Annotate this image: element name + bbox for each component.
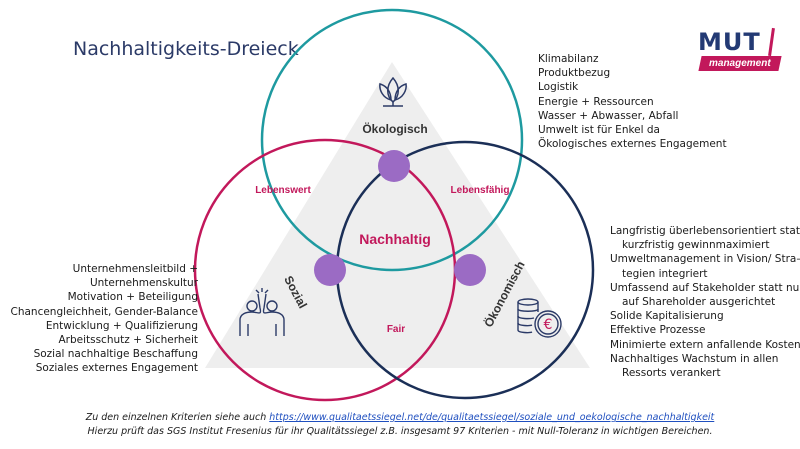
footer-note: Hierzu prüft das SGS Institut Fresenius …: [87, 426, 713, 437]
lebensfaehig-label: Lebensfähig: [451, 185, 510, 196]
list-item: Soziales externes Engagement: [35, 362, 198, 375]
list-item: Produktbezug: [538, 67, 611, 80]
list-item: Ressorts verankert: [622, 367, 721, 380]
list-item: Wasser + Abwasser, Abfall: [538, 109, 679, 122]
list-item: Unternehmenskultur: [89, 277, 198, 290]
page-title: Nachhaltigkeits-Dreieck: [73, 38, 299, 60]
list-item: Entwicklung + Qualifizierung: [45, 319, 198, 332]
list-item: Chancengleichheit, Gender-Balance: [10, 305, 199, 318]
list-item: Nachhaltiges Wachstum in allen: [610, 352, 779, 365]
background-triangle: [205, 62, 590, 368]
lotus-icon: [379, 76, 407, 107]
list-item: tegien integriert: [622, 267, 708, 280]
list-item: Arbeitsschutz + Sicherheit: [58, 334, 198, 347]
list-item: Logistik: [538, 81, 579, 94]
lebenswert-label: Lebenswert: [255, 185, 311, 196]
footer-prefix: Zu den einzelnen Kriterien siehe auch: [85, 412, 270, 423]
list-item: Solide Kapitalisierung: [610, 310, 724, 323]
ecological-label: Ökologisch: [362, 121, 427, 136]
list-item: Motivation + Beteiligung: [67, 291, 198, 304]
list-item: Umfassend auf Stakeholder statt nur: [610, 281, 800, 294]
intersection-dot-right: [454, 254, 486, 286]
list-item: Effektive Prozesse: [610, 324, 706, 337]
center-label: Nachhaltig: [359, 231, 431, 247]
logo-main-text: MUT: [698, 28, 761, 56]
list-item: kurzfristig gewinnmaximiert: [622, 239, 770, 252]
footer-reference-line: Zu den einzelnen Kriterien siehe auch ht…: [0, 412, 800, 423]
list-item: Klimabilanz: [538, 53, 599, 65]
ecological-circle: [260, 8, 524, 272]
intersection-dot-left: [314, 254, 346, 286]
high-five-icon: [239, 288, 285, 336]
list-item: auf Shareholder ausgerichtet: [622, 296, 776, 309]
svg-text:€: €: [544, 317, 553, 333]
list-item: Energie + Ressourcen: [538, 95, 654, 108]
mut-management-logo: MUT management: [690, 26, 786, 86]
criteria-link[interactable]: https://www.qualitaetssiegel.net/de/qual…: [269, 412, 715, 423]
list-item: Unternehmensleitbild +: [72, 263, 198, 275]
list-item: Sozial nachhaltige Beschaffung: [33, 348, 198, 361]
ecological-criteria-list: Klimabilanz Produktbezug Logistik Energi…: [538, 52, 727, 151]
list-item: Minimierte extern anfallende Kosten: [610, 338, 800, 351]
euro-coins-icon: €: [517, 298, 562, 338]
list-item: Langfristig überlebensorientiert statt: [610, 225, 800, 237]
list-item: Umwelt ist für Enkel da: [538, 124, 660, 137]
social-criteria-list: Unternehmensleitbild + Unternehmenskultu…: [11, 262, 199, 376]
intersection-dot-top: [378, 150, 410, 182]
list-item: Umweltmanagement in Vision/ Stra–: [610, 253, 800, 266]
economic-criteria-list: Langfristig überlebensorientiert statt k…: [610, 224, 800, 380]
fair-label: Fair: [387, 324, 405, 335]
list-item: Ökologisches externes Engagement: [538, 138, 727, 151]
